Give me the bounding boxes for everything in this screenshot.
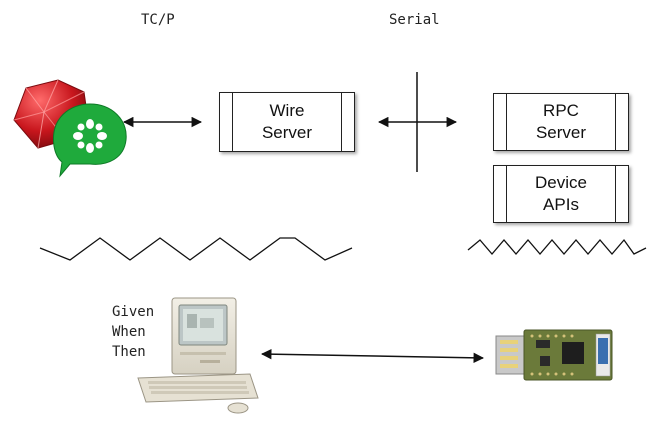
- wire-server-box: Wire Server: [219, 92, 355, 152]
- device-apis-line1: Device: [535, 173, 587, 192]
- device-apis-line2: APIs: [543, 195, 579, 214]
- usb-arrow: [260, 348, 485, 364]
- serial-label: Serial: [389, 12, 440, 28]
- tcp-label: TC/P: [141, 12, 175, 28]
- rpc-server-line2: Server: [535, 123, 587, 142]
- cucumber-icon: [53, 103, 127, 178]
- rpc-server-box: RPC Server: [493, 93, 629, 151]
- left-zigzag: [39, 237, 353, 261]
- rpc-server-line1: RPC: [543, 101, 579, 120]
- nordic-usb-dongle-icon: [495, 329, 613, 381]
- gherkin-given: Given: [112, 304, 155, 320]
- right-zigzag: [467, 238, 647, 255]
- gherkin-keywords: Given When Then: [112, 302, 154, 362]
- wire-server-line1: Wire: [269, 101, 305, 120]
- device-apis-box: Device APIs: [493, 165, 629, 223]
- macintosh-computer-icon: [137, 297, 259, 414]
- wire-server-line2: Server: [261, 123, 313, 142]
- gherkin-when: When: [112, 324, 146, 340]
- gherkin-then: Then: [112, 344, 146, 360]
